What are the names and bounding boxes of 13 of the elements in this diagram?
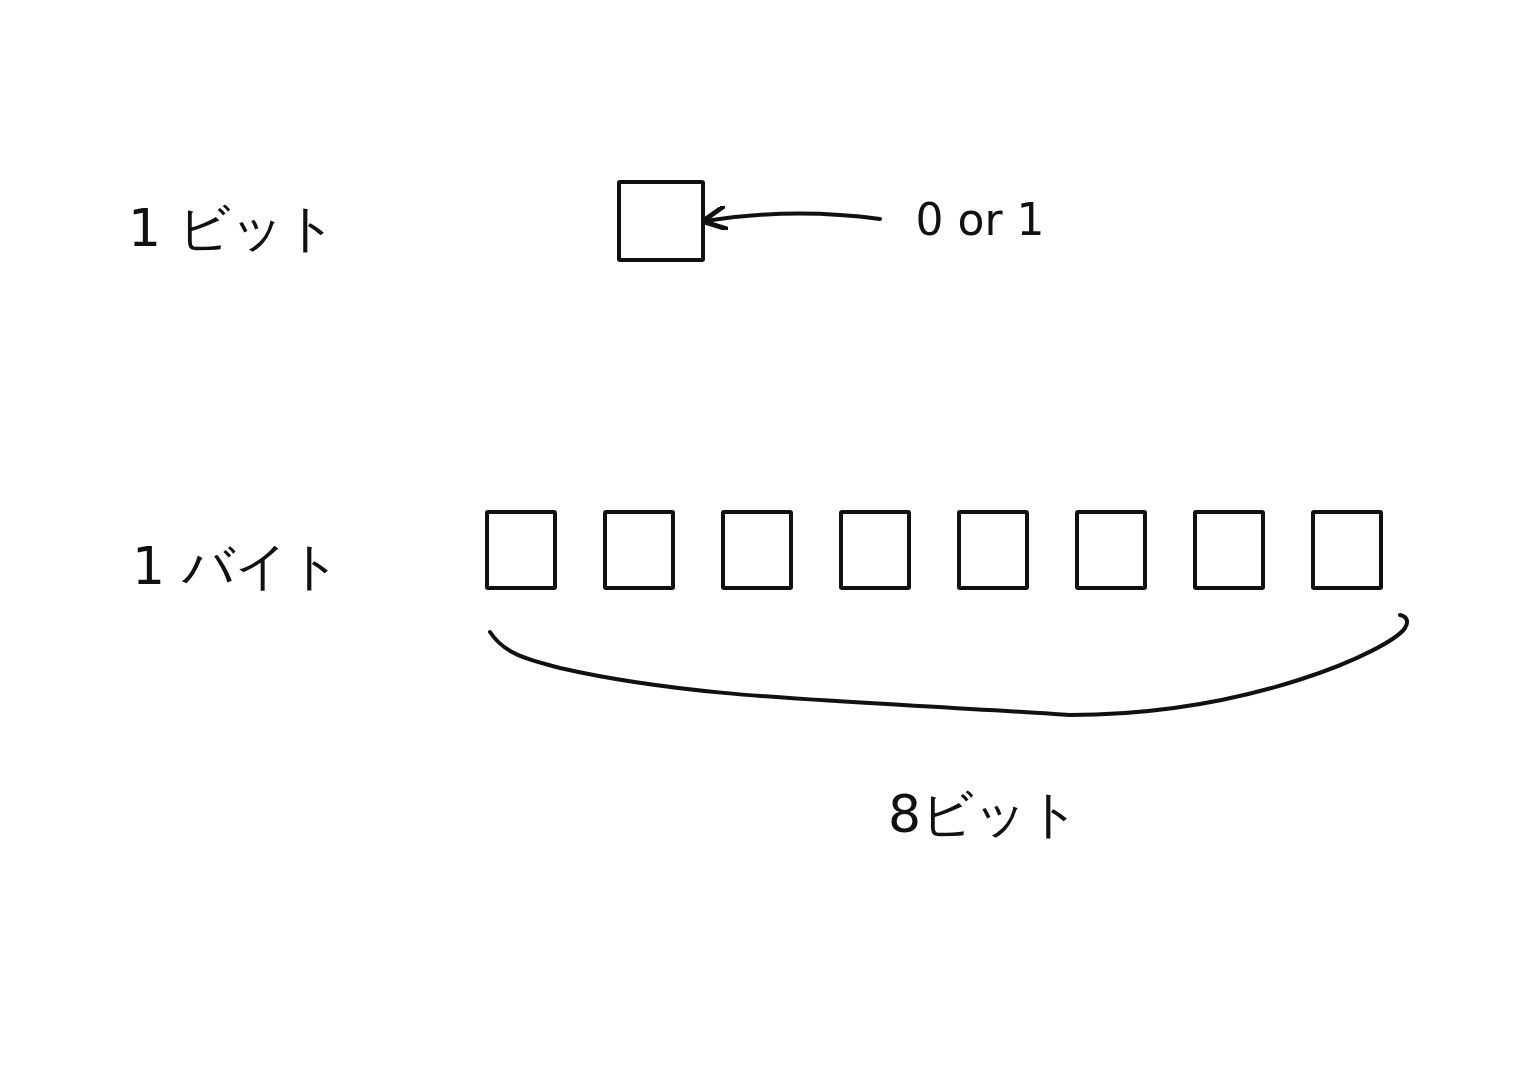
empty-box — [839, 510, 911, 590]
empty-box — [1311, 510, 1383, 590]
empty-box — [721, 510, 793, 590]
unit-label: 1 ビット — [128, 197, 337, 260]
value-text: 0 or 1 — [915, 193, 1045, 245]
empty-box — [603, 510, 675, 590]
empty-box — [1193, 510, 1265, 590]
unit-label: 1 バイト — [132, 535, 341, 598]
unit-label: 8ビット — [888, 783, 1081, 846]
empty-box — [957, 510, 1029, 590]
empty-box — [1075, 510, 1147, 590]
empty-box — [485, 510, 557, 590]
empty-box — [617, 180, 705, 262]
